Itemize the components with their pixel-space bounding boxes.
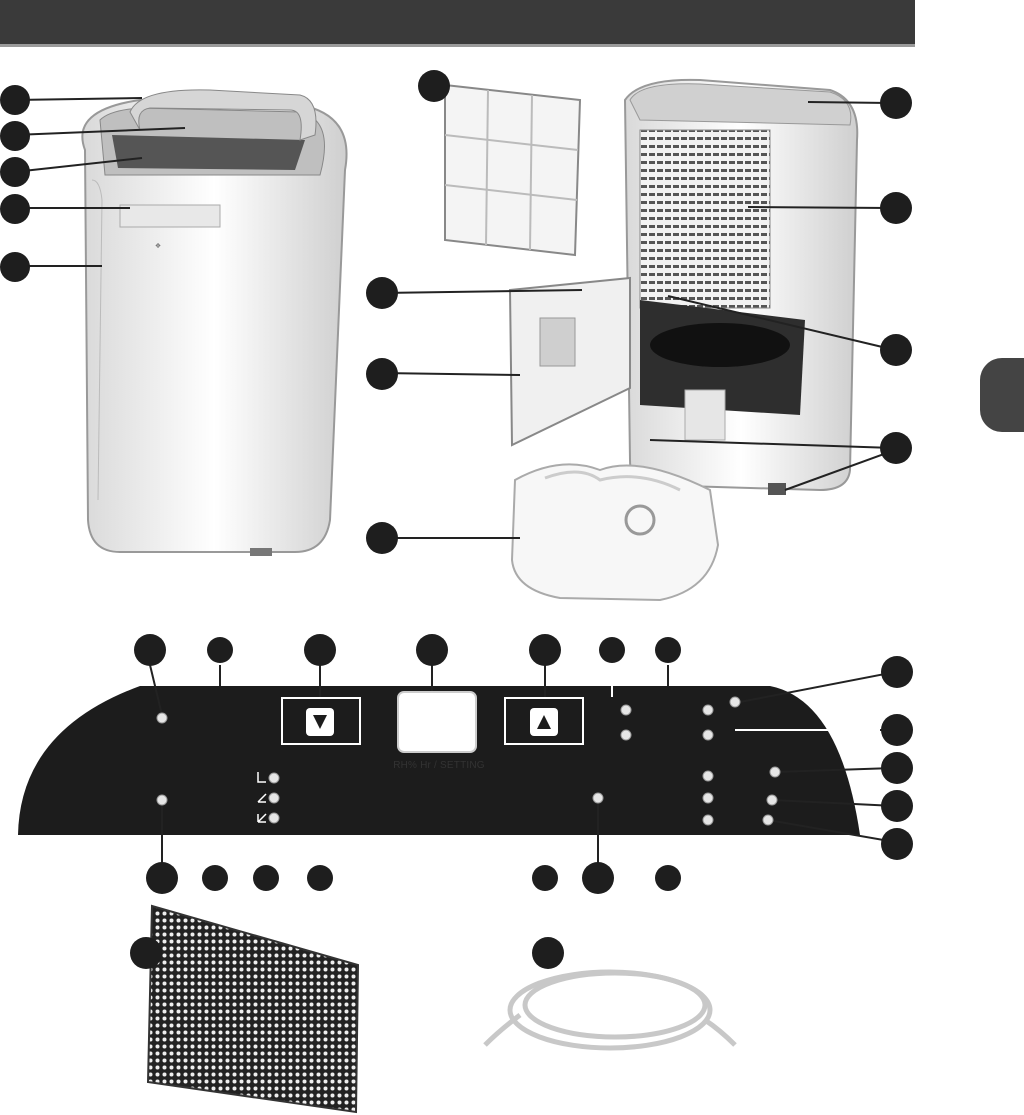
callout-marker [0, 121, 30, 151]
callout-marker [0, 194, 30, 224]
product-illustration: ❖ [13, 78, 896, 602]
display-caption: RH% Hr / SETTING [393, 760, 485, 771]
triangle-up-icon [537, 715, 551, 729]
tank-door [508, 276, 631, 447]
callout-marker [0, 252, 30, 282]
rear-callout-lines [379, 101, 896, 539]
callout-marker [880, 192, 912, 224]
water-tank [510, 463, 720, 602]
chapter-side-tab [980, 358, 1024, 432]
callout-marker [366, 358, 398, 390]
control-panel [18, 686, 860, 835]
air-filter-frame [444, 83, 582, 257]
callout-marker [880, 334, 912, 366]
callout-marker [0, 85, 30, 115]
control-panel-diagram [18, 634, 913, 894]
callout-marker [880, 432, 912, 464]
carbon-filter-sheet [146, 904, 360, 1114]
page-header-bar [0, 0, 915, 47]
callout-marker [880, 87, 912, 119]
callout-marker [366, 277, 398, 309]
triangle-down-icon [313, 715, 327, 729]
svg-text:❖: ❖ [155, 243, 161, 250]
callout-marker [0, 157, 30, 187]
accessories-illustration [130, 904, 737, 1114]
callout-marker [418, 70, 450, 102]
rear-view-unit [623, 78, 859, 495]
drain-hose [483, 969, 737, 1051]
callout-marker [366, 522, 398, 554]
front-view-unit: ❖ [81, 89, 348, 556]
